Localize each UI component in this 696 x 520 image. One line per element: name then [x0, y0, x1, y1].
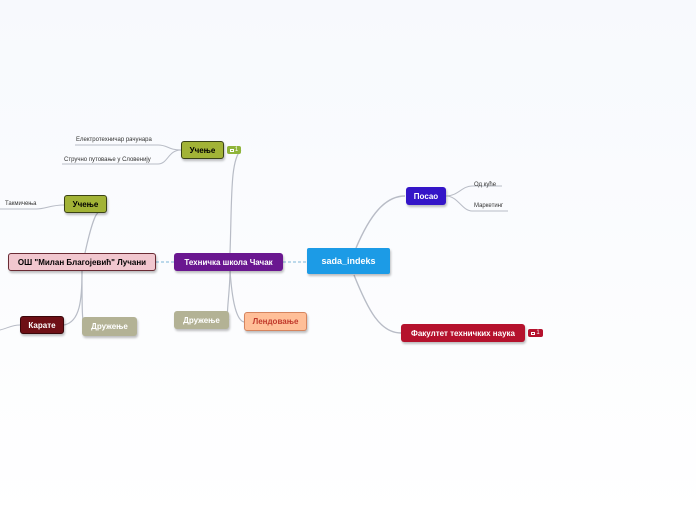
note-icon — [531, 331, 536, 335]
druzenje-os-node[interactable]: Дружење — [82, 317, 137, 336]
karate-node[interactable]: Карате — [20, 316, 64, 334]
fakultet-badge-count: 1 — [536, 330, 540, 336]
fakultet-note-badge[interactable]: 1 — [528, 329, 543, 337]
druzenje-os-label: Дружење — [91, 322, 128, 331]
druzenje-ts-label: Дружење — [183, 315, 220, 325]
note-icon — [229, 148, 234, 152]
tehnicka-skola-label: Техничка школа Чачак — [184, 257, 273, 267]
lendovanje-label: Лендовање — [252, 317, 299, 326]
posao-label: Посао — [413, 191, 439, 201]
posao-node[interactable]: Посао — [406, 187, 446, 205]
fakultet-label: Факултет техничких наука — [411, 328, 515, 338]
lendovanje-node[interactable]: Лендовање — [244, 312, 307, 331]
ucenje-top-label: Учење — [189, 145, 216, 155]
leaf-od-kuce[interactable]: Од куће — [474, 182, 497, 188]
ucenje-badge-count: 1 — [234, 147, 239, 153]
druzenje-ts-node[interactable]: Дружење — [174, 311, 229, 329]
fakultet-node[interactable]: Факултет техничких наука — [401, 324, 525, 342]
leaf-takmicenja[interactable]: Такмичења — [5, 201, 37, 207]
ucenje-os-label: Учење — [72, 199, 99, 209]
leaf-marketing[interactable]: Маркетинг — [474, 203, 504, 209]
root-node[interactable]: sada_indeks — [307, 248, 390, 274]
tehnicka-skola-node[interactable]: Техничка школа Чачак — [174, 253, 283, 271]
root-label: sada_indeks — [321, 256, 376, 266]
ucenje-note-badge[interactable]: 1 — [227, 146, 241, 154]
leaf-strucno-putovanje[interactable]: Стручно путовање у Словенију — [64, 157, 151, 163]
ucenje-top-node[interactable]: Учење — [181, 141, 224, 159]
ucenje-os-node[interactable]: Учење — [64, 195, 107, 213]
leaf-elektrotehnicar[interactable]: Електротехничар рачунара — [76, 137, 152, 143]
os-node[interactable]: ОШ "Милан Благојевић" Лучани — [8, 253, 156, 271]
os-label: ОШ "Милан Благојевић" Лучани — [17, 257, 147, 267]
karate-label: Карате — [28, 320, 56, 330]
